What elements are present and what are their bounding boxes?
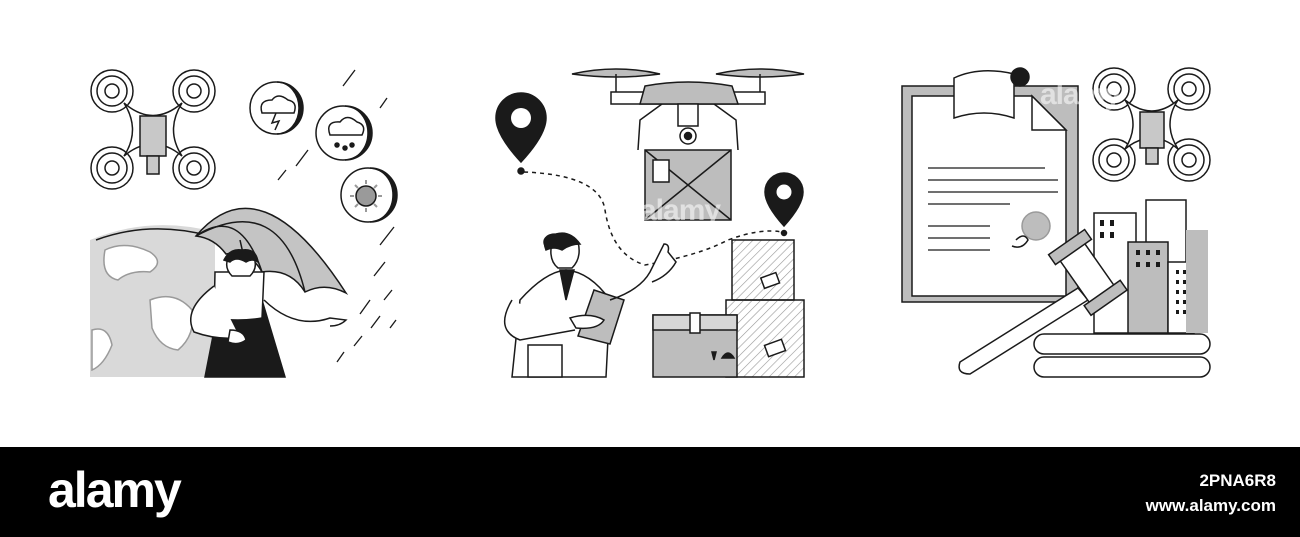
drone-weather-panel [90, 69, 398, 378]
clipboard-document-icon [901, 67, 1079, 303]
watermark-text: alamy [1040, 78, 1121, 111]
storm-cloud-icon [249, 81, 304, 135]
drone-law-panel [901, 67, 1211, 378]
city-buildings [1093, 199, 1208, 334]
quadcopter-drone-icon [1092, 67, 1211, 182]
illustration-canvas [90, 67, 1211, 378]
site-url-link[interactable]: www.alamy.com [1145, 496, 1276, 515]
drone-delivery-panel [495, 68, 805, 378]
sun-icon [340, 167, 398, 223]
brand-logo[interactable]: alamy [48, 462, 182, 518]
rain-cloud-icon [315, 105, 373, 161]
rain-streaks [277, 69, 397, 363]
globe-icon [90, 225, 215, 377]
watermark-text: alamy [640, 194, 721, 227]
gavel-icon [958, 228, 1211, 378]
quadcopter-drone-icon [90, 69, 216, 190]
footer-bar: alamy 2PNA6R8 www.alamy.com [0, 447, 1300, 537]
delivery-route-line [523, 171, 783, 266]
location-pin-icon [764, 172, 804, 237]
parcel-stack [652, 239, 805, 378]
location-pin-icon [495, 92, 547, 175]
illustration-stage: alamy alamy [90, 67, 1211, 378]
courier-figure [503, 232, 677, 378]
image-id-label: 2PNA6R8 [1199, 471, 1276, 490]
person-weather-figure [190, 248, 348, 378]
delivery-drone-icon [571, 68, 805, 221]
